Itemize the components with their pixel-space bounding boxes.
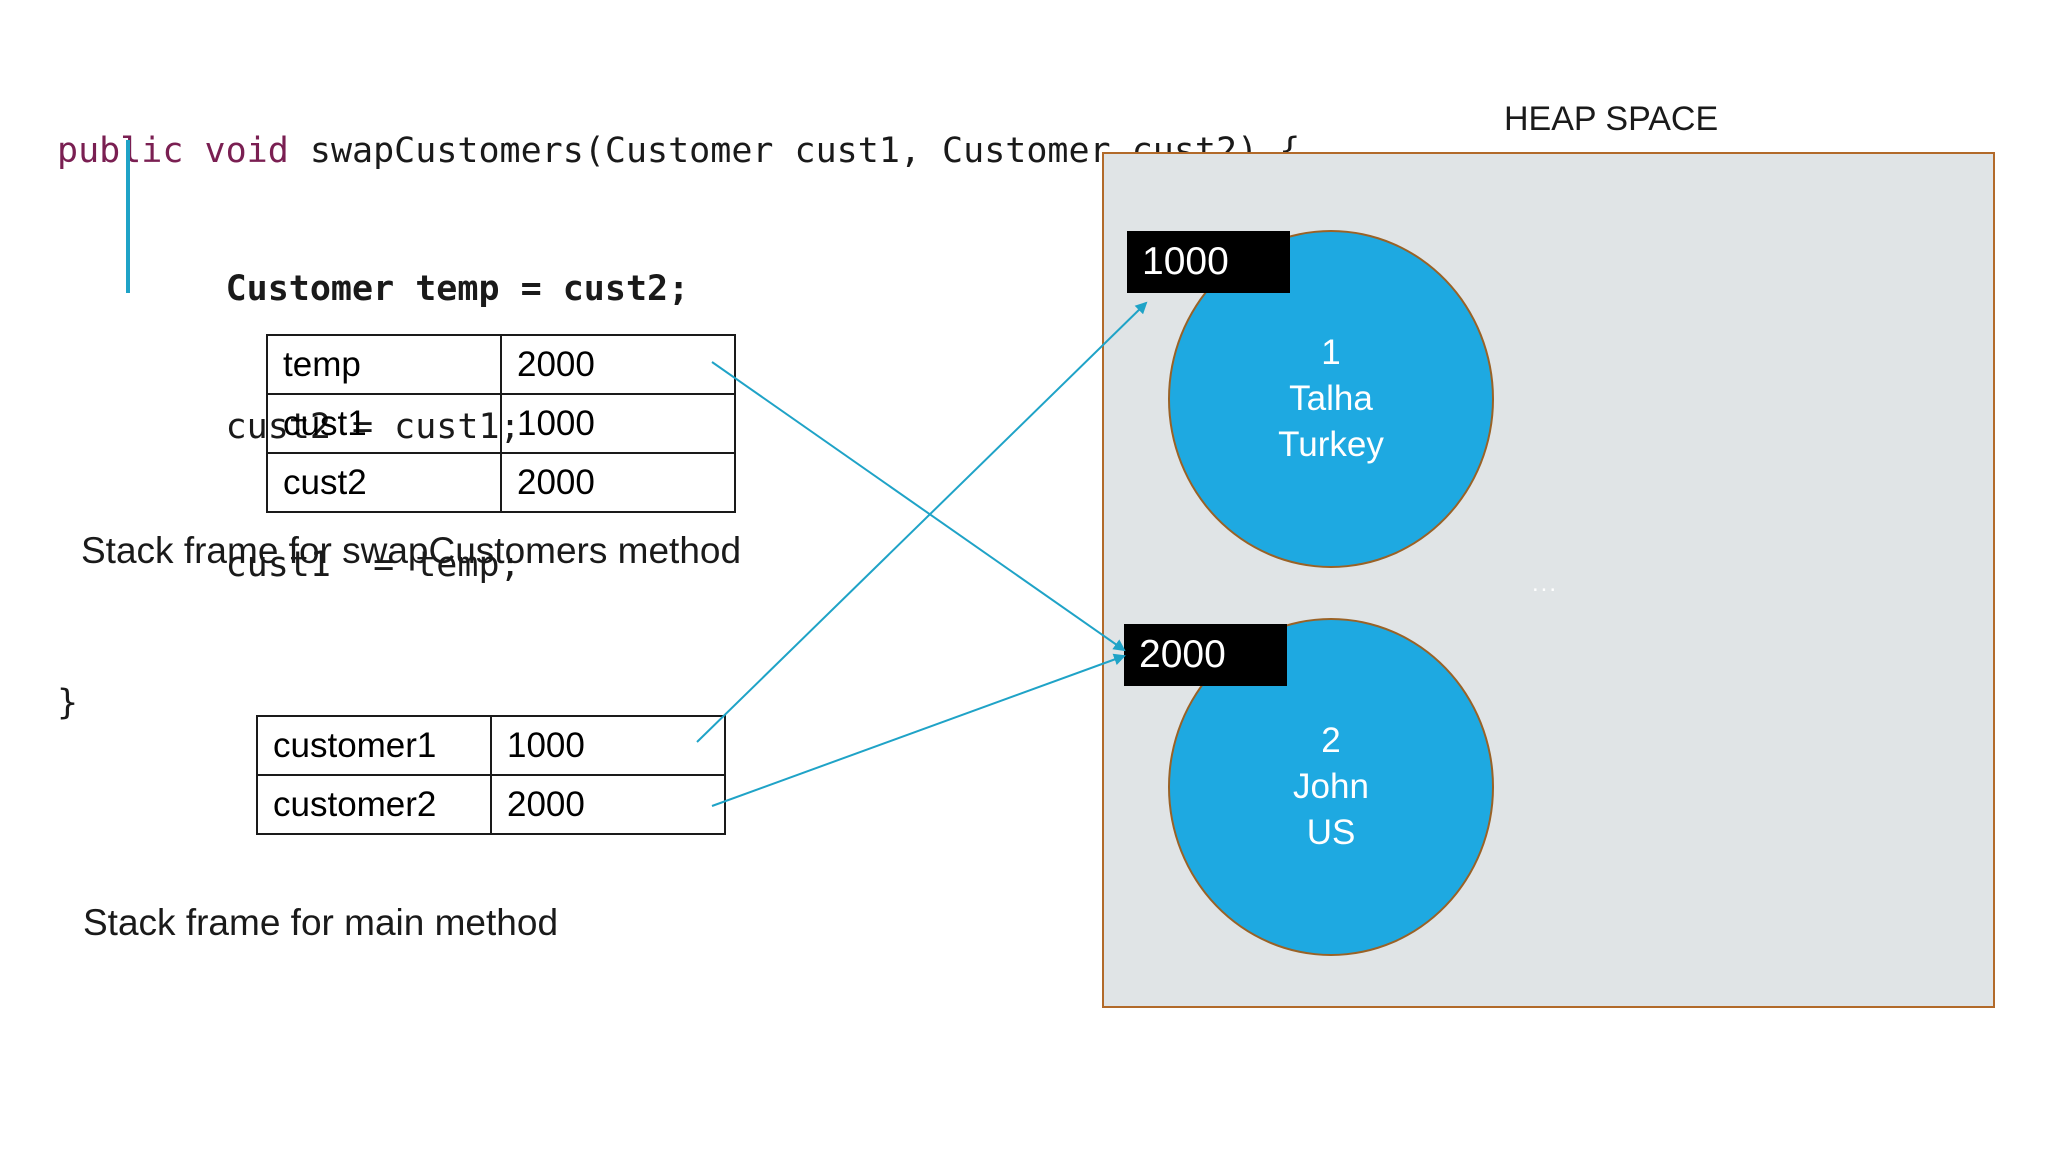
table-row: cust2 2000 [266,452,736,513]
keyword-void: void [204,131,289,171]
table-row: temp 2000 [266,334,736,395]
code-indent-bar [126,140,130,293]
var-name: temp [266,334,502,395]
object-name: John [1293,767,1369,806]
var-value: 1000 [500,393,736,454]
method-signature: swapCustomers(Customer cust1, Customer c… [309,131,1301,171]
arrow-customer2-to-2000 [711,653,1126,807]
heap-space-title: HEAP SPACE [1504,100,1719,138]
swap-stack-frame-table: temp 2000 cust1 1000 cust2 2000 [266,334,736,513]
code-line-cust1: cust1 = temp; [57,542,1300,588]
table-row: customer1 1000 [256,715,726,776]
object-country: US [1306,813,1356,852]
var-name: cust2 [266,452,502,513]
swap-frame-caption: Stack frame for swapCustomers method [81,530,742,571]
var-value: 2000 [490,774,726,835]
address-label-1000: 1000 [1127,231,1290,293]
heap-ellipsis: ... [1532,570,1559,597]
object-country: Turkey [1278,425,1384,464]
var-value: 2000 [500,334,736,395]
var-value: 2000 [500,452,736,513]
arrow-customer1-to-1000 [696,301,1148,743]
closing-brace: } [57,683,79,723]
main-frame-caption: Stack frame for main method [83,902,559,943]
table-row: customer2 2000 [256,774,726,835]
code-line-signature: public void swapCustomers(Customer cust1… [57,128,1300,174]
var-name: cust1 [266,393,502,454]
code-line-temp: Customer temp = cust2; [57,266,1300,312]
address-label-2000: 2000 [1124,624,1287,686]
table-row: cust1 1000 [266,393,736,454]
var-name: customer2 [256,774,492,835]
main-stack-frame-table: customer1 1000 customer2 2000 [256,715,726,835]
arrow-temp-to-2000 [711,361,1126,652]
var-name: customer1 [256,715,492,776]
object-name: Talha [1289,379,1373,418]
code-temp-assignment: Customer temp = cust2; [225,269,690,309]
code-line-close: } [57,680,1300,726]
var-value: 1000 [490,715,726,776]
object-id: 1 [1321,333,1341,372]
code-cust1-assignment: cust1 = temp; [225,545,521,585]
object-id: 2 [1321,721,1341,760]
keyword-public: public [57,131,184,171]
